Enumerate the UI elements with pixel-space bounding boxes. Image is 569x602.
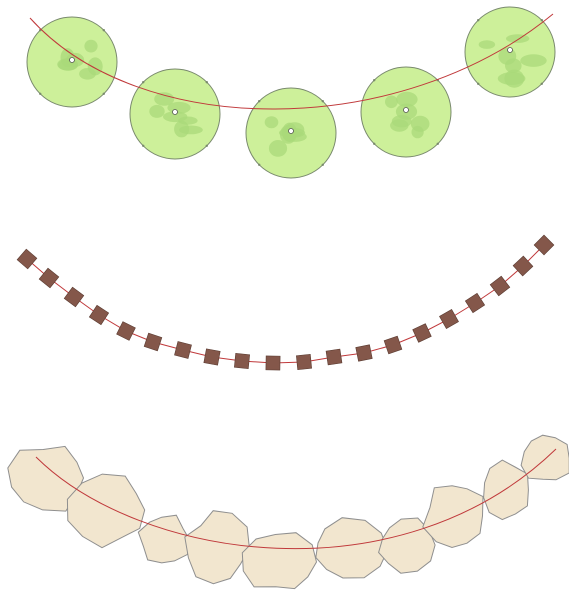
canopy-texture xyxy=(88,57,103,75)
block-symbol xyxy=(39,268,59,288)
canopy-texture xyxy=(285,122,304,137)
block-symbol xyxy=(234,353,249,368)
canopy-edge-dot xyxy=(206,145,208,147)
canopy-edge-dot xyxy=(373,79,375,81)
block-symbol xyxy=(465,293,484,312)
block-symbol xyxy=(439,309,458,328)
canopy-texture xyxy=(479,40,495,49)
block-symbol xyxy=(266,356,280,370)
canopy-edge-dot xyxy=(373,143,375,145)
canopy-texture xyxy=(396,92,417,107)
canopy-texture xyxy=(411,116,430,132)
canopy-edge-dot xyxy=(322,164,324,166)
block-symbol xyxy=(117,322,136,341)
stone-symbol xyxy=(484,460,529,519)
block-symbol xyxy=(89,305,108,324)
canopy-texture xyxy=(84,40,97,53)
path-node xyxy=(508,48,513,53)
block-symbol xyxy=(174,341,191,358)
canopy-edge-dot xyxy=(258,100,260,102)
canopy-texture xyxy=(506,34,529,43)
block-symbol xyxy=(490,276,510,296)
canopy-texture xyxy=(178,117,197,125)
square-blocks-panel xyxy=(17,235,554,370)
block-symbol xyxy=(64,287,84,307)
stone-symbol xyxy=(242,533,316,589)
canopy-edge-dot xyxy=(258,164,260,166)
path-node xyxy=(289,129,294,134)
block-symbol xyxy=(384,336,402,354)
canopy-edge-dot xyxy=(437,143,439,145)
canopy-edge-dot xyxy=(477,19,479,21)
canopy-texture xyxy=(265,116,279,128)
block-symbol xyxy=(204,349,220,365)
block-symbol xyxy=(356,345,373,362)
canopy-texture xyxy=(149,105,164,118)
canopy-edge-dot xyxy=(477,83,479,85)
block-symbol xyxy=(413,324,432,343)
canopy-edge-dot xyxy=(39,93,41,95)
block-symbol xyxy=(296,354,311,369)
stone-symbol xyxy=(185,511,250,584)
canopy-edge-dot xyxy=(206,81,208,83)
canopy-texture xyxy=(520,54,546,67)
canopy-texture xyxy=(392,115,412,127)
path-node xyxy=(173,110,178,115)
path-curve xyxy=(27,245,544,363)
path-node xyxy=(404,108,409,113)
canopy-edge-dot xyxy=(142,81,144,83)
stone-symbol xyxy=(138,515,189,563)
stepping-stones-panel xyxy=(8,435,569,588)
canopy-edge-dot xyxy=(541,83,543,85)
canopy-texture xyxy=(154,92,174,105)
canopy-texture xyxy=(385,96,398,109)
path-node xyxy=(70,58,75,63)
tree-circles-panel xyxy=(27,7,555,178)
canopy-edge-dot xyxy=(103,93,105,95)
canopy-edge-dot xyxy=(322,100,324,102)
canopy-edge-dot xyxy=(142,145,144,147)
block-symbol xyxy=(326,349,342,365)
block-symbol xyxy=(17,249,37,269)
block-symbol xyxy=(144,333,162,351)
canopy-edge-dot xyxy=(541,19,543,21)
canopy-edge-dot xyxy=(103,29,105,31)
